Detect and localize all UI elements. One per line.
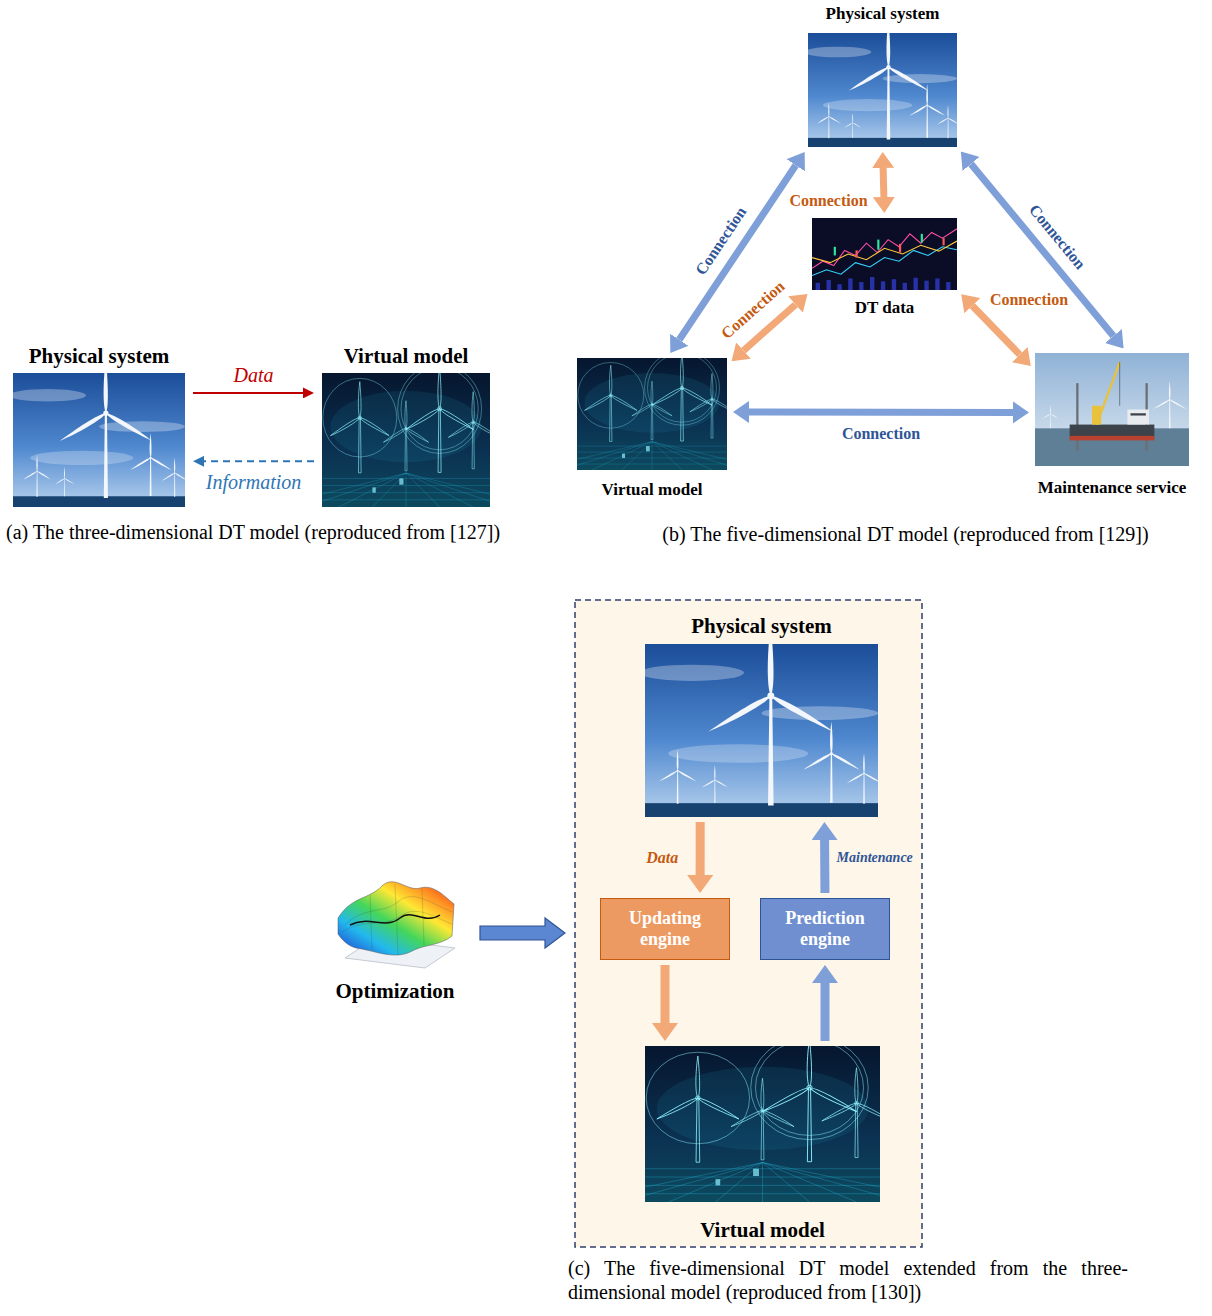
connector-arrow [820,840,829,893]
box-label: Prediction engine [769,908,881,949]
optimization-image: Optimization [330,880,460,1003]
image-heading: Physical system [826,4,940,24]
connector-arrow [972,306,1019,355]
virtual-model-image: Virtual model [645,1046,880,1242]
edge-label: Connection [842,425,920,443]
connector-arrow [821,983,830,1041]
optimization-surface [338,882,455,968]
maintenance-vessel [1035,353,1189,466]
virtual-turbines [575,1036,951,1202]
connector-arrow [696,822,705,875]
edge-label: Connection [990,291,1068,309]
edge-label: Connection [718,277,789,342]
edge-label: Maintenance [837,850,913,866]
subfigure-caption: (b) The five-dimensional DT model (repro… [613,522,1198,546]
edge-label: Data [646,849,678,867]
connector-arrow [193,392,303,394]
edge-label: Connection [1026,201,1090,273]
connector-arrow [204,460,314,462]
image-heading: Optimization [336,979,455,1003]
connector-arrow [971,164,1113,336]
connector-arrow [880,168,888,197]
connector-arrow [749,408,1013,415]
box-label: Updating engine [609,908,721,949]
engine-box: Prediction engine [760,898,890,960]
engine-box: Updating engine [600,898,730,960]
edge-label: Connection [692,204,750,279]
image-heading: Physical system [29,344,170,368]
virtual-model-image: Virtual model [577,358,727,500]
maintenance-service-image: Maintenance service [1035,353,1189,498]
turbine-photo [804,20,959,147]
data-chart-image [812,218,957,290]
image-heading: Physical system [691,614,832,638]
image-heading: Virtual model [602,480,703,500]
virtual-turbines [272,364,541,507]
optimization-arrow [480,918,565,948]
virtual-turbines [532,351,772,470]
image-heading: Virtual model [344,344,469,368]
connector-arrow [660,965,669,1023]
edge-label: Connection [789,192,867,210]
turbine-photo [639,624,882,817]
image-heading: Virtual model [700,1218,825,1242]
subfigure-caption: (a) The three-dimensional DT model (repr… [6,520,521,544]
image-heading: Maintenance service [1038,478,1187,498]
subfigure-caption: (c) The five-dimensional DT model extend… [568,1256,1128,1304]
physical-system-image: Physical system [645,614,878,817]
edge-label: Information [206,471,302,494]
edge-label: Data [234,364,274,387]
dt-data-image: DT data [812,218,957,318]
image-heading: DT data [855,298,915,318]
virtual-model-image: Virtual model [322,344,490,507]
turbine-photo [9,358,188,507]
physical-system-image: Physical system [13,344,185,507]
physical-system-image: Physical system [808,4,957,147]
